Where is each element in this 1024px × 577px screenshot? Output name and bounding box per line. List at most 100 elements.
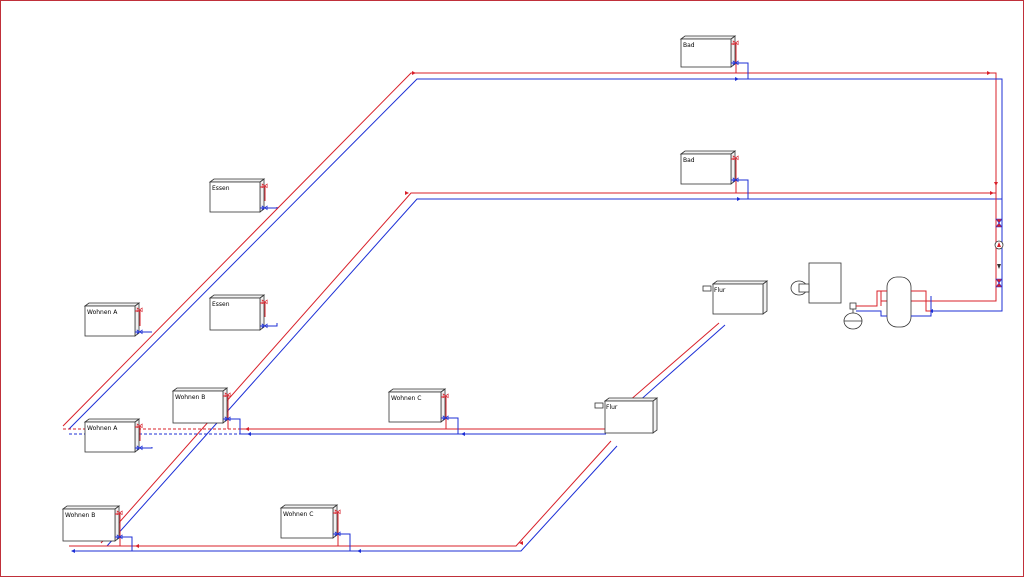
lockshield-icon: ⋈ [334,530,341,538]
valve-icon[interactable] [995,218,1003,228]
boiler-icon[interactable] [790,262,842,304]
flow-arrow [71,549,75,553]
storage-tank-icon[interactable] [856,276,932,328]
radiator-body [209,297,261,331]
radiator-return-connection [260,207,278,209]
radiator-return-connection [135,447,153,449]
radiator-return-connection [223,418,241,434]
valve-icon: ⋈ [116,509,123,517]
radiator-label: Bad [683,157,695,164]
supply-pipe-upper [62,72,997,427]
radiator-supply-connection [731,158,737,193]
radiator-body [172,390,224,424]
flow-arrow [994,182,998,186]
radiator-wohnen-a[interactable]: Wohnen A ⋈ ⋈ [83,302,152,337]
tank-back [911,311,932,317]
radiator-body [209,181,261,213]
valve-icon: ⋈ [224,391,231,399]
radiator-wohnen-b[interactable]: Wohnen B ⋈ ⋈ [171,387,241,434]
return-pipe-upper [68,78,1003,430]
radiator-label: Wohnen B [175,394,205,401]
radiator-wohnen-a[interactable]: Wohnen A ⋈ ⋈ [83,418,153,453]
lockshield-icon: ⋈ [136,328,143,336]
valve-icon: ⋈ [732,154,739,162]
lockshield-icon: ⋈ [224,415,231,423]
thermostat-icon [594,402,604,409]
radiator-supply-connection [135,310,141,326]
valve-icon: ⋈ [136,306,143,314]
check-valve-icon [997,264,1001,269]
radiator-label: Bad [683,42,695,49]
radiator-return-connection [441,417,459,434]
radiator-label: Wohnen A [87,425,118,432]
flow-arrow [990,191,994,195]
radiator-label: Essen [212,185,230,192]
radiator-label: Flur [714,287,726,294]
radiator-label: Wohnen A [87,309,118,316]
flow-arrow [987,71,991,75]
flow-arrow [412,71,416,75]
radiator-supply-connection [260,186,266,201]
radiator-bad[interactable]: Bad ⋈ ⋈ [679,150,749,199]
radiator-wohnen-c[interactable]: Wohnen C ⋈ ⋈ [387,388,459,434]
radiator-return-connection [731,62,749,79]
radiator-body [388,391,442,423]
radiator-supply-connection [115,513,121,546]
radiator-body [680,38,732,68]
radiator-label: Flur [606,404,618,411]
pump-arrow [997,242,1001,247]
radiator-body [84,305,136,337]
radiator-label: Wohnen C [283,511,313,518]
lockshield-icon: ⋈ [261,204,268,212]
tank-out [911,290,931,312]
flow-arrow [357,549,361,553]
valve-icon: ⋈ [732,39,739,47]
radiator-return-connection [731,179,749,199]
radiator-label: Wohnen C [391,395,421,402]
radiator-essen[interactable]: Essen⋈⋈ [208,294,278,331]
lockshield-icon: ⋈ [442,414,449,422]
valve-icon: ⋈ [442,392,449,400]
radiator-supply-connection [260,302,266,317]
radiator-essen[interactable]: Essen ⋈ ⋈ [208,178,278,213]
boiler-body [808,262,842,304]
radiator-body [62,508,116,542]
flow-arrow [245,427,249,431]
radiator-wohnen-c[interactable]: Wohnen C ⋈ ⋈ [279,504,351,551]
valve-icon: ⋈ [136,422,143,430]
lockshield-icon: ⋈ [136,444,143,452]
burner-icon [798,283,810,293]
boiler-flow [856,290,887,307]
radiator-supply-connection [223,395,229,429]
return-pipe-lower [75,445,618,552]
radiator-flur[interactable]: Flur [594,397,659,434]
lockshield-icon: ⋈ [732,59,739,67]
valve-icon: ⋈ [334,508,341,516]
supply-pipe-lower [69,440,612,547]
pump-icon[interactable] [994,240,1004,250]
radiator-supply-connection [333,512,339,546]
valve-icon[interactable] [995,278,1003,288]
lockshield-icon: ⋈ [116,533,123,541]
thermostat-icon [702,285,712,292]
radiator-body [680,153,732,185]
expansion-vessel-icon[interactable] [843,302,863,330]
radiator-label: Wohnen B [65,512,95,519]
valve-body [995,278,1003,288]
radiator-wohnen-b[interactable]: Wohnen B ⋈ ⋈ [61,505,133,551]
radiator-flur[interactable]: Flur [702,280,769,315]
check-valve-icon [849,302,857,310]
radiator-supply-connection [135,426,141,441]
flow-arrow [735,77,739,81]
radiator-bad[interactable]: Bad ⋈ ⋈ [679,35,749,79]
radiator-body [84,421,136,453]
valve-icon: ⋈ [261,182,268,190]
valve-body [995,218,1003,228]
return-pipe-middle [106,198,1002,547]
lockshield-icon: ⋈ [732,176,739,184]
flow-arrow [135,544,139,548]
